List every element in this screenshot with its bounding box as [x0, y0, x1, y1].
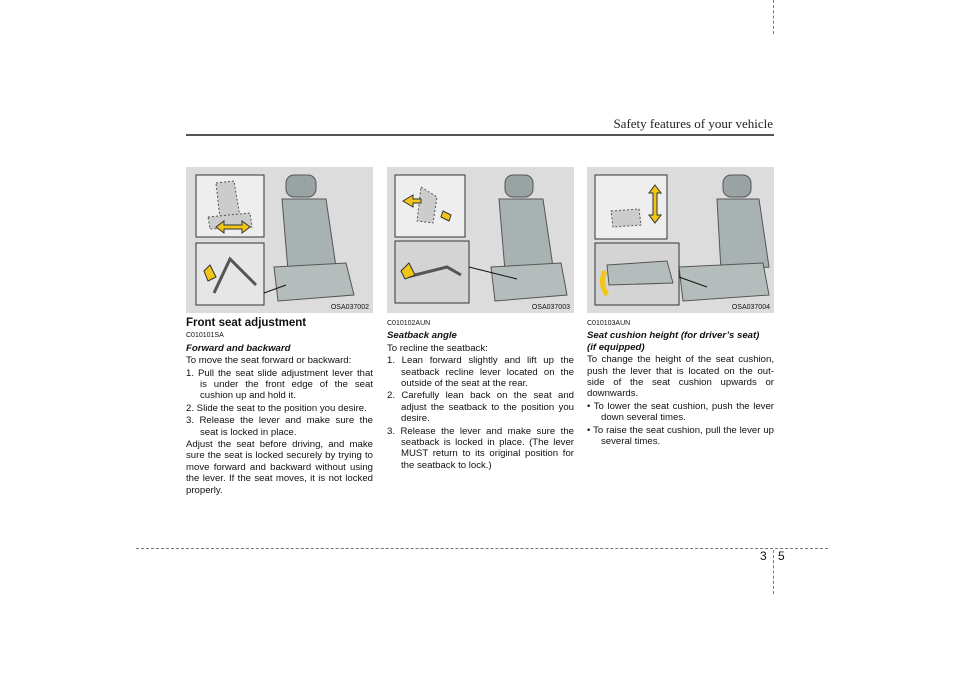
step-item: 3. Release the lever and make sure the s… [387, 425, 574, 471]
section-code: C010102AUN [387, 320, 431, 327]
intro-text: To change the height of the seat cushion… [587, 354, 774, 400]
section-code: C010103AUN [587, 320, 631, 327]
figure-seatback-angle: OSA037003 [387, 167, 574, 313]
section-subtitle: Seatback angle [387, 330, 457, 342]
header-title: Safety features of your vehicle [613, 116, 773, 131]
page-number-separator [773, 550, 774, 594]
section-title: Front seat adjustment [186, 317, 307, 329]
intro-text: To move the seat forward or backward: [186, 355, 352, 367]
bullet-item: • To lower the seat cushion, push the le… [587, 400, 774, 424]
seat-illustration-1 [195, 174, 355, 306]
chapter-number: 3 [760, 549, 767, 563]
figure-id: OSA037002 [330, 304, 369, 311]
section-subtitle-note: (if equipped) [587, 341, 645, 353]
figure-id: OSA037003 [531, 304, 570, 311]
step-item: 1. Lean forward slightly and lift up the… [387, 355, 574, 390]
figure-id: OSA037004 [731, 304, 770, 311]
section-subtitle: Seat cushion height (for driver’s seat) [587, 330, 760, 342]
section-subtitle: Forward and backward [186, 342, 291, 354]
top-crop-mark [773, 0, 774, 34]
note-paragraph: Adjust the seat before driving, and make… [186, 439, 373, 496]
footer-rule [136, 548, 828, 549]
figure-forward-backward: OSA037002 [186, 167, 373, 313]
column-seatback-angle: C010102AUN Seatback angle To recline the… [387, 318, 574, 472]
column-forward-backward: Front seat adjustment C010101SA Forward … [186, 317, 373, 497]
intro-text: To recline the seatback: [387, 342, 488, 354]
step-item: 1. Pull the seat slide adjustment lever … [186, 367, 373, 402]
step-item: 2. Carefully lean back on the seat and a… [387, 390, 574, 425]
page-number: 5 [778, 549, 785, 563]
step-item: 2. Slide the seat to the position you de… [186, 402, 367, 414]
seat-illustration-2 [394, 174, 568, 304]
step-item: 3. Release the lever and make sure the s… [186, 415, 373, 438]
header-rule [186, 134, 774, 136]
figure-cushion-height: OSA037004 [587, 167, 774, 313]
column-cushion-height: C010103AUN Seat cushion height (for driv… [587, 318, 774, 448]
bullet-item: • To raise the seat cushion, pull the le… [587, 424, 774, 448]
seat-illustration-3 [594, 174, 770, 306]
section-code: C010101SA [186, 332, 224, 340]
